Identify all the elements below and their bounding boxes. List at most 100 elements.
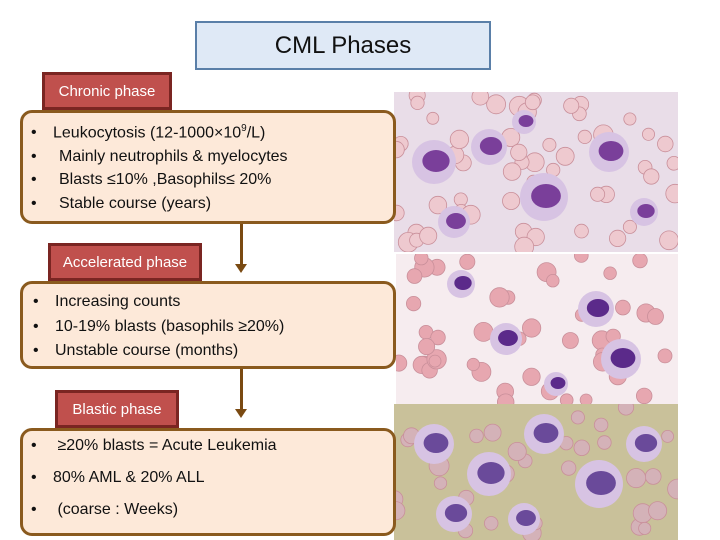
red-blood-cell	[667, 478, 678, 500]
red-blood-cell	[623, 112, 637, 126]
white-cell-nucleus	[637, 204, 655, 218]
list-item: • (coarse : Weeks)	[31, 501, 178, 519]
red-blood-cell	[647, 308, 664, 325]
white-cell-nucleus	[610, 348, 636, 368]
red-blood-cell	[638, 521, 652, 535]
white-cell-nucleus	[586, 471, 616, 495]
red-blood-cell	[661, 430, 675, 443]
chronic-phase-label: Chronic phase	[42, 72, 172, 110]
red-blood-cell	[406, 268, 423, 284]
red-blood-cell	[406, 295, 422, 312]
white-cell-nucleus	[454, 276, 472, 290]
blastic-phase-label-text: Blastic phase	[72, 400, 162, 418]
slide-title-text: CML Phases	[274, 31, 412, 59]
red-blood-cell	[426, 111, 440, 125]
red-blood-cell	[524, 94, 541, 111]
list-item: •Mainly neutrophils & myelocytes	[31, 148, 288, 166]
white-cell-nucleus	[518, 115, 534, 127]
bullet: •	[33, 342, 39, 359]
down-arrow-icon	[235, 264, 247, 273]
bullet: •	[31, 469, 37, 486]
list-item: • ≥20% blasts = Acute Leukemia	[31, 437, 277, 455]
red-blood-cell	[546, 274, 560, 288]
blastic-phase-box: • ≥20% blasts = Acute Leukemia • 80% AML …	[20, 428, 396, 536]
accelerated-phase-box: •Increasing counts •10-19% blasts (basop…	[20, 281, 396, 369]
red-blood-cell	[632, 254, 648, 269]
list-item-text: 10-19% blasts (basophils ≥20%)	[55, 318, 285, 335]
red-blood-cell	[577, 129, 592, 145]
list-item: •10-19% blasts (basophils ≥20%)	[33, 318, 284, 336]
list-item: •Leukocytosis (12-1000×109/L)	[31, 123, 265, 142]
red-blood-cell	[579, 393, 593, 404]
list-item: • Increasing counts	[33, 293, 180, 311]
red-blood-cell	[486, 94, 506, 115]
red-blood-cell	[507, 442, 527, 462]
white-cell-nucleus	[550, 377, 566, 389]
red-blood-cell	[593, 417, 609, 433]
bullet: •	[31, 437, 37, 454]
red-blood-cell	[449, 129, 470, 150]
red-blood-cell	[573, 439, 591, 457]
list-item: •Unstable course (months)	[33, 342, 238, 360]
white-cell-nucleus	[444, 504, 468, 522]
red-blood-cell	[394, 204, 405, 222]
red-blood-cell	[428, 195, 448, 215]
red-blood-cell	[555, 146, 575, 166]
red-blood-cell	[522, 367, 541, 386]
list-item-text: Increasing counts	[55, 293, 181, 310]
accelerated-phase-smear-image	[396, 254, 678, 404]
bullet: •	[31, 171, 37, 188]
red-blood-cell	[469, 428, 484, 444]
bullet: •	[33, 293, 39, 310]
red-blood-cell	[574, 254, 589, 263]
down-arrow-icon	[235, 409, 247, 418]
red-blood-cell	[563, 97, 580, 114]
white-cell-nucleus	[533, 423, 559, 443]
bullet: •	[31, 124, 37, 142]
red-blood-cell	[641, 127, 655, 141]
red-blood-cell	[622, 219, 637, 234]
bullet: •	[31, 195, 37, 212]
red-blood-cell	[590, 186, 606, 202]
list-item: • 80% AML & 20% ALL	[31, 469, 205, 487]
blastic-phase-smear-image	[394, 404, 678, 540]
red-blood-cell	[648, 501, 668, 521]
list-item-text: Blasts ≤10% ,Basophils≤ 20%	[59, 171, 272, 188]
red-blood-cell	[483, 423, 502, 442]
accelerated-phase-label-text: Accelerated phase	[62, 253, 188, 271]
white-cell-nucleus	[477, 462, 505, 484]
chronic-phase-box: •Leukocytosis (12-1000×109/L) •Mainly ne…	[20, 110, 396, 224]
chronic-phase-label-text: Chronic phase	[58, 82, 156, 100]
list-item-text: 80% AML & 20% ALL	[53, 469, 205, 486]
red-blood-cell	[561, 332, 579, 349]
red-blood-cell	[502, 192, 521, 211]
chronic-phase-smear-image	[394, 92, 678, 252]
red-blood-cell	[510, 143, 528, 162]
red-blood-cell	[561, 460, 577, 476]
red-blood-cell	[466, 357, 480, 372]
blastic-phase-label: Blastic phase	[55, 390, 179, 428]
list-item: •Stable course (years)	[31, 195, 211, 213]
bullet: •	[31, 501, 37, 518]
red-blood-cell	[522, 318, 542, 338]
red-blood-cell	[666, 156, 678, 171]
red-blood-cell	[410, 95, 425, 110]
red-blood-cell	[419, 226, 438, 245]
blastic-phase-blood-smear	[394, 404, 678, 540]
red-blood-cell	[657, 135, 674, 153]
red-blood-cell	[626, 468, 647, 489]
red-blood-cell	[497, 393, 515, 404]
red-blood-cell	[609, 229, 627, 247]
list-item-text: (coarse : Weeks)	[53, 501, 179, 518]
red-blood-cell	[665, 183, 678, 204]
white-cell-nucleus	[422, 150, 450, 172]
red-blood-cell	[574, 223, 589, 239]
red-blood-cell	[514, 236, 535, 252]
red-blood-cell	[559, 393, 574, 404]
red-blood-cell	[603, 266, 617, 280]
red-blood-cell	[396, 354, 408, 372]
white-cell-nucleus	[598, 141, 624, 161]
list-item-text-tail: /L)	[246, 124, 266, 142]
accelerated-phase-blood-smear	[396, 254, 678, 404]
red-blood-cell	[657, 348, 673, 364]
